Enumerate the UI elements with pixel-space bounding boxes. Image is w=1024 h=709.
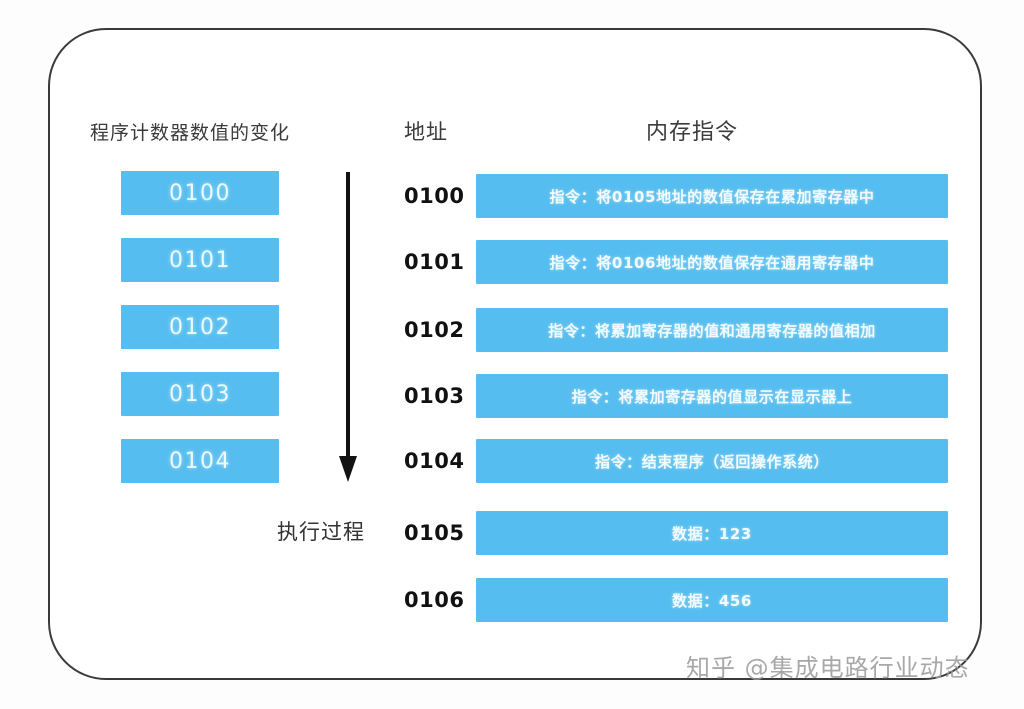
memory-cell-text: 指令：结束程序（返回操作系统） — [594, 452, 829, 471]
memory-row: 0104 指令：结束程序（返回操作系统） — [404, 439, 948, 483]
memory-row: 0101 指令：将0106地址的数值保存在通用寄存器中 — [404, 240, 948, 284]
pc-value-box: 0101 — [121, 238, 279, 282]
memory-address: 0104 — [404, 449, 465, 473]
pc-value-text: 0103 — [169, 381, 231, 407]
program-counter-list: 0100 0101 0102 0103 0104 — [121, 171, 279, 506]
memory-row: 0106 数据：456 — [404, 578, 948, 622]
pc-value-text: 0102 — [169, 314, 231, 340]
pc-value-box: 0100 — [121, 171, 279, 215]
memory-row: 0100 指令：将0105地址的数值保存在累加寄存器中 — [404, 174, 948, 218]
memory-row: 0103 指令：将累加寄存器的值显示在显示器上 — [404, 374, 948, 418]
memory-data-bar: 数据：123 — [476, 511, 948, 555]
watermark: 知乎 @集成电路行业动态 — [686, 654, 970, 682]
memory-address: 0101 — [404, 250, 465, 274]
memory-instruction-bar: 指令：将0105地址的数值保存在累加寄存器中 — [476, 174, 948, 218]
memory-cell-text: 数据：123 — [672, 524, 752, 543]
memory-instruction-bar: 指令：将0106地址的数值保存在通用寄存器中 — [476, 240, 948, 284]
memory-address: 0102 — [404, 318, 465, 342]
pc-value-text: 0100 — [169, 180, 231, 206]
memory-address: 0105 — [404, 521, 465, 545]
memory-cell-text: 指令：将0105地址的数值保存在累加寄存器中 — [549, 187, 875, 206]
instruction-column-header: 内存指令 — [646, 120, 739, 145]
memory-address: 0103 — [404, 384, 465, 408]
memory-row: 0102 指令：将累加寄存器的值和通用寄存器的值相加 — [404, 308, 948, 352]
memory-address: 0100 — [404, 184, 465, 208]
memory-address: 0106 — [404, 588, 465, 612]
program-counter-column-header: 程序计数器数值的变化 — [90, 122, 291, 144]
memory-instruction-bar: 指令：将累加寄存器的值显示在显示器上 — [476, 374, 948, 418]
memory-cell-text: 指令：将累加寄存器的值和通用寄存器的值相加 — [548, 321, 876, 340]
pc-value-text: 0101 — [169, 247, 231, 273]
pc-value-box: 0103 — [121, 372, 279, 416]
memory-instruction-bar: 指令：结束程序（返回操作系统） — [476, 439, 948, 483]
execution-flow-label: 执行过程 — [277, 520, 365, 544]
address-column-header: 地址 — [404, 120, 448, 144]
memory-cell-text: 数据：456 — [672, 591, 752, 610]
memory-cell-text: 指令：将0106地址的数值保存在通用寄存器中 — [549, 253, 875, 272]
memory-cell-text: 指令：将累加寄存器的值显示在显示器上 — [571, 387, 853, 406]
memory-row: 0105 数据：123 — [404, 511, 948, 555]
pc-value-box: 0102 — [121, 305, 279, 349]
pc-value-box: 0104 — [121, 439, 279, 483]
down-arrow-icon — [332, 168, 366, 484]
pc-value-text: 0104 — [169, 448, 231, 474]
memory-instruction-bar: 指令：将累加寄存器的值和通用寄存器的值相加 — [476, 308, 948, 352]
memory-data-bar: 数据：456 — [476, 578, 948, 622]
diagram-card — [48, 28, 982, 680]
